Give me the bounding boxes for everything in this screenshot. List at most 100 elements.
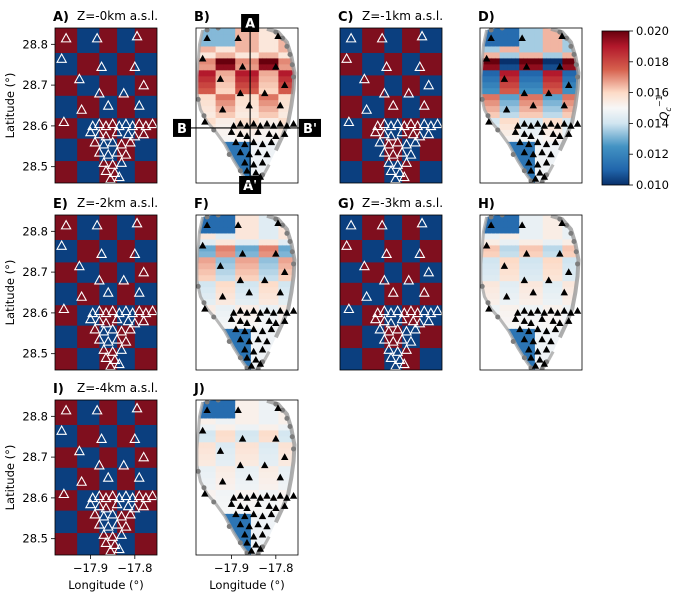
station-marker [93, 274, 105, 285]
model-cell [503, 81, 509, 89]
model-cell [258, 57, 264, 65]
station-marker [91, 404, 103, 415]
model-cell [538, 322, 544, 329]
checker-cell [134, 467, 157, 491]
model-cell [243, 411, 248, 419]
station-marker [372, 307, 384, 318]
model-cell [239, 153, 244, 160]
ytick-label: 28.5 [22, 347, 48, 361]
model-cell [487, 280, 493, 288]
model-cell [282, 105, 287, 113]
model-cell [546, 159, 552, 166]
model-cell [262, 244, 268, 252]
model-cell [231, 33, 236, 41]
model-cell [239, 111, 244, 119]
model-cell [235, 280, 240, 288]
station-marker [400, 343, 413, 354]
model-cell [211, 141, 217, 148]
model-cell [266, 358, 272, 365]
model-cell [223, 304, 228, 311]
model-cell [196, 81, 201, 89]
model-cell [247, 268, 252, 276]
model-cell [262, 334, 268, 341]
model-cell [531, 358, 536, 365]
model-cell [507, 159, 512, 166]
model-cell [196, 147, 201, 154]
station-marker [107, 508, 119, 519]
station-marker [84, 126, 97, 137]
model-cell [207, 292, 213, 300]
model-cell [515, 280, 520, 288]
station-marker [58, 116, 70, 127]
model-cell [515, 81, 520, 89]
model-cell [254, 507, 260, 514]
station-marker [276, 288, 284, 296]
model-cell [231, 352, 236, 359]
model-cell [286, 459, 291, 467]
model-cell [511, 69, 516, 77]
model-cell [523, 262, 528, 270]
station-marker [120, 520, 132, 531]
model-cell [570, 69, 575, 77]
station-marker [245, 473, 253, 481]
model-cell [243, 99, 248, 107]
station-marker [511, 128, 520, 135]
coast-marker [289, 62, 295, 68]
model-cell [511, 232, 516, 240]
model-cell [207, 28, 213, 35]
coast-marker [539, 366, 545, 370]
model-cell [495, 63, 501, 71]
coast-marker [485, 300, 491, 306]
model-cell [247, 232, 252, 240]
model-cell [270, 447, 276, 455]
model-cell [258, 322, 264, 329]
model-cell [483, 328, 489, 335]
station-marker [385, 130, 397, 141]
model-cell [274, 352, 279, 359]
model-cell [215, 543, 221, 550]
model-cell [562, 45, 567, 53]
model-cell [196, 531, 201, 538]
model-cell [266, 483, 272, 491]
model-cell [491, 57, 497, 65]
model-cell [550, 39, 556, 47]
model-cell [562, 340, 567, 347]
model-cell [274, 340, 279, 347]
model-cell [511, 87, 516, 95]
model-cell [534, 226, 540, 234]
model-cell [223, 238, 228, 246]
model-cell [519, 215, 524, 222]
model-cell [247, 417, 252, 425]
coast-marker [211, 499, 217, 505]
model-cell [499, 328, 505, 335]
model-cell [254, 423, 260, 431]
model-cell [219, 489, 225, 496]
model-cell [542, 165, 548, 172]
model-cell [223, 69, 228, 77]
model-cell [491, 262, 497, 270]
model-cell [254, 153, 260, 160]
model-cell [511, 105, 516, 113]
model-cell [274, 525, 279, 532]
model-cell [286, 334, 291, 341]
model-cell [254, 45, 260, 53]
model-cell [258, 405, 264, 413]
model-cell [523, 292, 528, 300]
model-cell [199, 447, 205, 455]
model-cell [207, 57, 213, 65]
model-cell [207, 352, 213, 359]
model-cell [227, 226, 232, 234]
model-cell [495, 51, 501, 59]
model-cell [538, 153, 544, 160]
station-marker [247, 362, 256, 369]
model-cell [499, 57, 505, 65]
station-marker [280, 130, 289, 137]
model-cell [274, 171, 279, 178]
model-cell [282, 238, 287, 246]
model-cell [203, 99, 209, 107]
model-cell [290, 525, 295, 532]
station-marker [203, 221, 211, 229]
panel-depth-title: Z=-3km a.s.l. [362, 196, 443, 210]
xtick-label: −17.9 [214, 561, 249, 575]
model-cell [554, 298, 560, 306]
